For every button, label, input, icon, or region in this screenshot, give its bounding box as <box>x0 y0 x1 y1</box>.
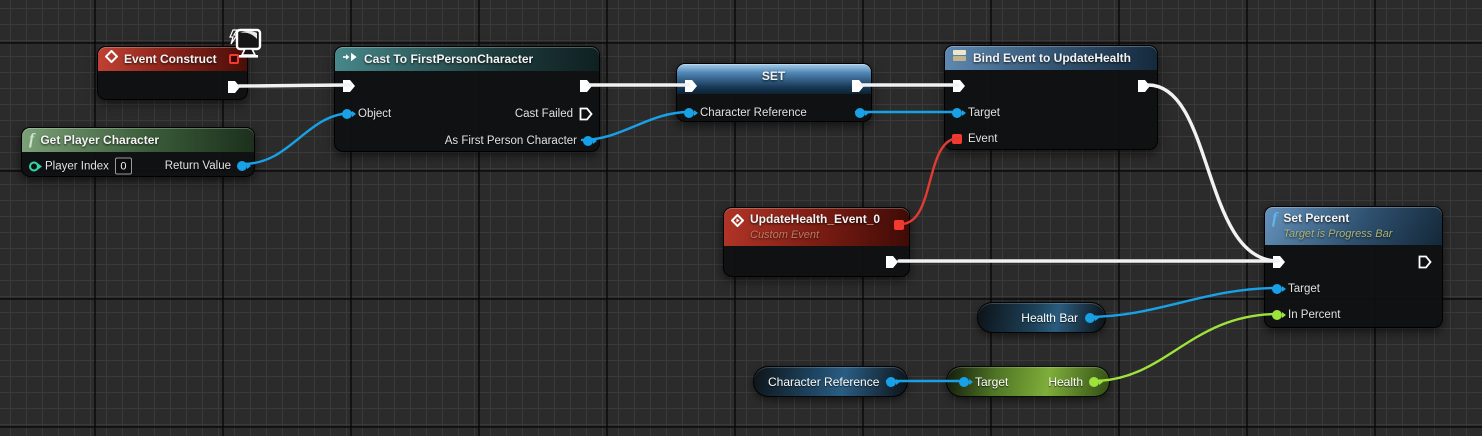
custom-event-icon <box>730 213 745 232</box>
node-get-character-reference[interactable]: Character Reference <box>753 366 908 397</box>
variable-label: Character Reference <box>768 374 880 389</box>
exec-out-pin[interactable] <box>579 79 593 93</box>
player-index-value-input[interactable]: 0 <box>114 157 132 175</box>
exec-out-pin[interactable] <box>885 255 899 269</box>
node-title: Bind Event to UpdateHealth <box>973 51 1132 65</box>
wire-health-to-inpercent <box>1091 312 1280 383</box>
health-bar-out-pin[interactable] <box>1085 312 1099 323</box>
in-percent-pin[interactable] <box>1272 310 1286 320</box>
character-reference-out-pin[interactable] <box>886 376 901 387</box>
target-in-pin[interactable] <box>959 376 973 387</box>
pin-label: Health <box>1048 374 1083 389</box>
node-title: Event Construct <box>124 52 217 66</box>
node-get-health-bar[interactable]: Health Bar <box>977 302 1106 333</box>
node-title: Set Percent <box>1283 211 1350 225</box>
node-title: UpdateHealth_Event_0 <box>750 212 881 226</box>
bind-event-icon <box>952 49 967 67</box>
event-icon <box>104 49 119 68</box>
node-get-player-character[interactable]: f Get Player Character Player Index 0 Re… <box>21 127 255 177</box>
return-value-pin[interactable] <box>237 161 251 171</box>
exec-out-pin[interactable] <box>1418 255 1432 269</box>
exec-in-pin[interactable] <box>1272 255 1286 269</box>
event-delegate-pin[interactable] <box>952 134 962 144</box>
exec-out-pin[interactable] <box>851 79 865 93</box>
node-header: Event Construct <box>98 47 247 71</box>
node-subtitle: Target is Progress Bar <box>1283 228 1393 240</box>
character-reference-in-pin[interactable] <box>684 108 698 118</box>
node-header: f Set Percent Target is Progress Bar <box>1265 207 1442 245</box>
cast-failed-exec-pin[interactable] <box>579 107 593 121</box>
mouse-cursor-icon <box>226 27 264 66</box>
variable-label: Health Bar <box>1021 310 1078 325</box>
exec-out-pin[interactable] <box>1137 79 1151 93</box>
node-title: Cast To FirstPersonCharacter <box>364 52 534 66</box>
pin-label: Player Index <box>45 160 109 172</box>
exec-in-pin[interactable] <box>952 79 966 93</box>
node-event-construct[interactable]: Event Construct <box>97 46 248 100</box>
exec-out-pin[interactable] <box>227 80 241 94</box>
pin-label: Target <box>968 107 1000 119</box>
node-set-character-reference[interactable]: SET Character Reference <box>676 63 872 122</box>
node-set-percent[interactable]: f Set Percent Target is Progress Bar Tar… <box>1264 206 1443 328</box>
exec-in-pin[interactable] <box>684 79 698 93</box>
player-index-pin[interactable] <box>29 161 42 171</box>
node-title: Get Player Character <box>40 133 160 147</box>
pin-label: Return Value <box>164 160 231 172</box>
pin-label: Event <box>968 133 998 145</box>
node-updatehealth-event-0[interactable]: UpdateHealth_Event_0 Custom Event <box>723 207 910 277</box>
character-reference-out-pin[interactable] <box>855 108 869 118</box>
pin-label: Cast Failed <box>514 108 573 120</box>
node-get-health[interactable]: Target Health <box>946 366 1110 397</box>
pin-label: As First Person Character <box>444 135 577 147</box>
pin-label: In Percent <box>1288 309 1341 321</box>
pin-label: Target <box>1288 283 1320 295</box>
node-header: Bind Event to UpdateHealth <box>945 46 1157 70</box>
target-pin[interactable] <box>1272 284 1286 294</box>
wire-exec-bind-to-setpercent <box>1146 83 1280 263</box>
pin-label: Target <box>975 374 1009 389</box>
pin-label: Character Reference <box>700 107 807 119</box>
wire-healthbar-to-target <box>1085 286 1280 319</box>
node-header: SET <box>677 64 871 94</box>
node-subtitle: Custom Event <box>750 229 820 241</box>
pin-label: Object <box>358 108 392 120</box>
node-header: UpdateHealth_Event_0 Custom Event <box>724 208 909 246</box>
node-header: Cast To FirstPersonCharacter <box>335 47 599 71</box>
delegate-pin[interactable] <box>229 54 239 64</box>
function-icon: f <box>29 131 35 148</box>
delegate-out-pin[interactable] <box>894 220 904 230</box>
node-cast-to-firstpersoncharacter[interactable]: Cast To FirstPersonCharacter Object Cast… <box>334 46 600 152</box>
cast-icon <box>342 50 358 68</box>
function-icon: f <box>1272 210 1278 227</box>
health-out-pin[interactable] <box>1089 376 1103 387</box>
exec-in-pin[interactable] <box>342 79 356 93</box>
object-pin[interactable] <box>342 109 356 119</box>
node-header: f Get Player Character <box>22 128 254 152</box>
node-bind-event-to-updatehealth[interactable]: Bind Event to UpdateHealth Target Event <box>944 45 1158 150</box>
node-title: SET <box>761 69 786 83</box>
wire-delegate-event <box>899 136 961 226</box>
as-first-person-character-pin[interactable] <box>583 136 597 146</box>
target-pin[interactable] <box>952 108 966 118</box>
